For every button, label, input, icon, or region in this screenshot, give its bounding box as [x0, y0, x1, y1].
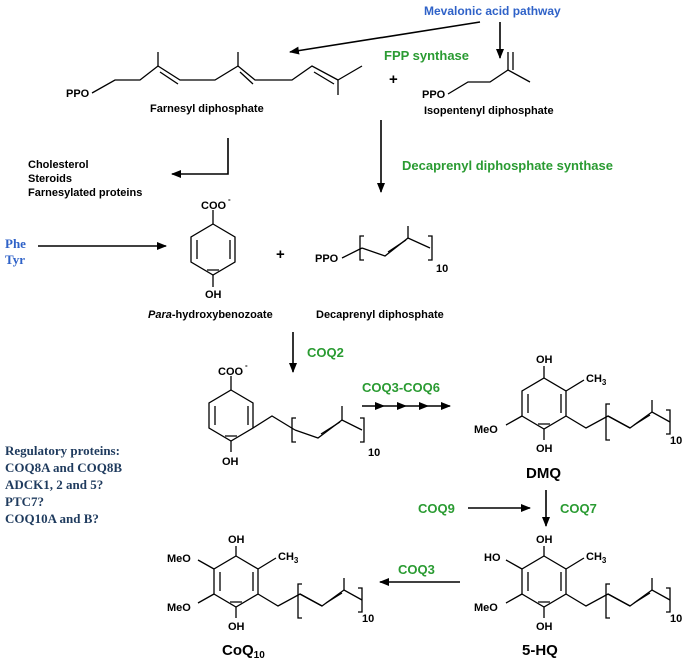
arrow-mevalonic-to-fpp	[289, 21, 481, 55]
regulatory-coq8: COQ8A and COQ8B	[5, 460, 122, 475]
farnesyl-methyls	[157, 52, 363, 95]
regulatory-title: Regulatory proteins:	[5, 443, 120, 458]
hq5-label: 5-HQ	[522, 642, 558, 659]
decaprenyl-chain	[341, 226, 433, 261]
isopentenyl-label: Isopentenyl diphosphate	[424, 105, 554, 117]
dmq-meo: MeO	[474, 424, 498, 436]
hq5-ch3-sub: 3	[602, 556, 607, 565]
sterol-cholesterol: Cholesterol	[28, 159, 89, 171]
phe-label: Phe	[5, 236, 26, 251]
sterol-steroids: Steroids	[28, 173, 72, 185]
farnesyl-label: Farnesyl diphosphate	[150, 103, 264, 115]
decaprenyl-subscript: 10	[436, 263, 448, 275]
dmq-ch3-main: CH	[586, 373, 602, 385]
sterol-farnesylated: Farnesylated proteins	[28, 187, 142, 199]
dmq-ch3-sub: 3	[602, 378, 607, 387]
para-hydroxybenzoate-structure	[190, 210, 236, 287]
dmq-label: DMQ	[526, 465, 561, 482]
dmq-structure	[505, 366, 671, 441]
coq3-label: COQ3	[398, 562, 435, 577]
decaprenyl-synthase-label: Decaprenyl diphosphate synthase	[402, 158, 613, 173]
regulatory-coq10: COQ10A and B?	[5, 511, 99, 526]
fpp-synthase-label: FPP synthase	[384, 48, 469, 63]
phb-label-rest: -hydroxybenozoate	[172, 309, 273, 321]
farnesyl-ppo: PPO	[66, 88, 90, 100]
coq10-label-main: CoQ	[222, 642, 254, 659]
coq10-ch3-sub: 3	[294, 556, 299, 565]
hq5-bottom-oh: OH	[536, 621, 553, 633]
prenyl-hb-subscript: 10	[368, 447, 380, 459]
dmq-ch3: CH3	[586, 373, 607, 387]
coq10-bottom-oh: OH	[228, 621, 245, 633]
arrow-to-sterols	[171, 138, 229, 178]
dmq-subscript: 10	[670, 435, 682, 447]
dmq-top-oh: OH	[536, 354, 553, 366]
coq10-subscript: 10	[362, 613, 374, 625]
decaprenyl-label: Decaprenyl diphosphate	[316, 309, 444, 321]
prenyl-hb-coo-charge: -	[245, 361, 248, 370]
coq10-ch3-main: CH	[278, 551, 294, 563]
hq5-ch3-main: CH	[586, 551, 602, 563]
phb-oh: OH	[205, 289, 222, 301]
phb-label: Para-hydroxybenozoate	[148, 309, 273, 321]
coq10-structure	[197, 546, 363, 619]
prenyl-hb-oh: OH	[222, 456, 239, 468]
hq5-meo: MeO	[474, 602, 498, 614]
dmq-bottom-oh: OH	[536, 443, 553, 455]
prenyl-hb-coo: COO	[218, 366, 244, 378]
coq10-label-sub: 10	[254, 650, 266, 661]
phb-label-italic: Para	[148, 309, 172, 321]
plus-sign-middle: +	[276, 246, 285, 263]
farnesyl-double-bond-1	[159, 71, 179, 85]
hq5-top-oh: OH	[536, 534, 553, 546]
phb-coo-charge: -	[228, 195, 231, 204]
coq3-coq6-label: COQ3-COQ6	[362, 380, 440, 395]
hq5-ho: HO	[484, 552, 501, 564]
hq5-ch3: CH3	[586, 551, 607, 565]
coq10-top-oh: OH	[228, 534, 245, 546]
hq5-structure	[505, 546, 671, 619]
decaprenyl-ppo: PPO	[315, 253, 339, 265]
tyr-label: Tyr	[5, 252, 25, 267]
prenyl-hb-structure	[208, 376, 365, 452]
isopentenyl-chain	[447, 69, 531, 95]
regulatory-adck: ADCK1, 2 and 5?	[5, 477, 103, 492]
coq10-meo-top: MeO	[167, 553, 191, 565]
plus-sign-top: +	[389, 71, 398, 88]
coq7-label: COQ7	[560, 501, 597, 516]
phb-coo: COO	[201, 200, 227, 212]
hq5-subscript: 10	[670, 613, 682, 625]
isopentenyl-ppo: PPO	[422, 89, 446, 101]
coq9-label: COQ9	[418, 501, 455, 516]
regulatory-ptc7: PTC7?	[5, 494, 44, 509]
coq10-ch3: CH3	[278, 551, 299, 565]
farnesyl-double-bond-3	[313, 71, 335, 85]
mevalonic-pathway-label: Mevalonic acid pathway	[424, 4, 561, 18]
farnesyl-chain	[91, 65, 339, 94]
coq2-label: COQ2	[307, 345, 344, 360]
isopentenyl-double-bond	[507, 52, 514, 70]
coq10-label: CoQ10	[222, 642, 265, 661]
farnesyl-double-bond-2	[239, 71, 254, 85]
coq10-meo-bottom: MeO	[167, 602, 191, 614]
